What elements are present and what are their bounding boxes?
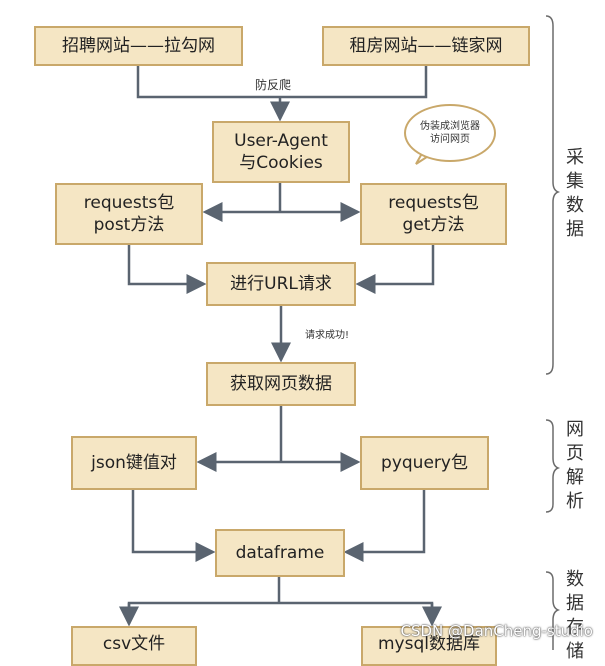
node-dataframe: dataframe — [215, 529, 345, 577]
section-label-collect: 采 集 数 据 — [566, 147, 584, 240]
node-user-agent-cookies: User-Agent 与Cookies — [212, 121, 350, 183]
node-lagou: 招聘网站——拉勾网 — [34, 26, 243, 66]
speech-bubble: 伪装成浏览器 访问网页 — [404, 104, 496, 162]
watermark: CSDN @DanCheng-studio — [400, 622, 593, 640]
node-url-request: 进行URL请求 — [206, 262, 356, 306]
node-requests-get: requests包 get方法 — [360, 183, 507, 245]
node-pyquery: pyquery包 — [360, 436, 489, 490]
section-label-parse: 网 页 解 析 — [566, 419, 584, 512]
node-json: json键值对 — [71, 436, 197, 490]
node-lianjia: 租房网站——链家网 — [322, 26, 530, 66]
node-csv: csv文件 — [71, 626, 197, 666]
node-requests-post: requests包 post方法 — [55, 183, 203, 245]
label-request-success: 请求成功! — [305, 330, 350, 341]
node-fetch-webpage: 获取网页数据 — [206, 362, 356, 406]
label-anti-crawl: 防反爬 — [255, 78, 292, 92]
